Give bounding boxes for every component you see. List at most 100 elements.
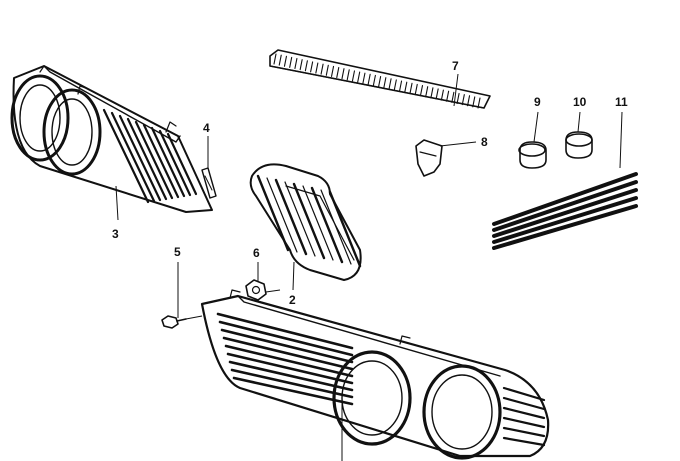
main-slat — [230, 368, 354, 399]
strip-rib — [310, 61, 314, 73]
leader-5b — [185, 315, 203, 320]
strip-rib — [299, 59, 303, 71]
left-grille-slats — [102, 108, 198, 204]
strip-ribs — [273, 53, 481, 109]
strip-rib — [367, 73, 371, 85]
main-slat — [226, 352, 354, 385]
kidney-bar — [302, 185, 334, 261]
callout-7: 7 — [452, 59, 459, 73]
strip-rib — [440, 89, 444, 101]
leader-6b — [265, 289, 281, 293]
strip-rib — [346, 69, 350, 81]
strip-rib — [409, 82, 413, 94]
strip-rib — [362, 72, 366, 84]
leader-lines — [115, 73, 623, 461]
part-10-grommet — [565, 131, 593, 159]
strip-rib — [278, 54, 282, 66]
side-slat-edge — [493, 173, 637, 225]
strip-rib — [466, 95, 471, 107]
leader-7 — [453, 73, 459, 107]
kidney-bar — [274, 178, 308, 256]
grille-slat — [110, 111, 156, 203]
strip-rib — [315, 62, 319, 74]
end-slat — [502, 406, 546, 420]
callout-4: 4 — [203, 121, 210, 135]
leader-10 — [577, 111, 581, 133]
strip-rib — [378, 76, 382, 88]
strip-rib — [451, 91, 455, 103]
main-grille-slats — [216, 312, 354, 406]
strip-rib — [472, 96, 476, 108]
part-7-ribbed-strip — [269, 49, 491, 109]
grille-slat — [166, 132, 198, 196]
side-slat-edge — [493, 197, 637, 243]
strip-rib — [435, 88, 439, 100]
part-6-nut — [245, 279, 267, 301]
leader-2 — [292, 261, 295, 291]
leader-11 — [619, 111, 623, 169]
strip-rib — [289, 56, 293, 68]
callout-10: 10 — [573, 95, 587, 109]
kidney-bar — [266, 177, 298, 253]
strip-rib — [414, 83, 418, 96]
grille-slat — [158, 129, 192, 197]
kidney-bar — [256, 174, 290, 252]
grille-slat — [126, 117, 168, 201]
end-slat — [502, 416, 546, 429]
strip-rib — [398, 80, 403, 92]
part-2-kidney-grille — [249, 163, 362, 281]
strip-rib — [283, 55, 288, 67]
main-slat — [224, 344, 354, 378]
callout-3: 3 — [112, 227, 119, 241]
part-5-screw — [161, 315, 187, 329]
kidney-grille-bars — [256, 174, 362, 268]
part-3-left-grille — [10, 65, 213, 213]
side-grille-slats — [492, 172, 638, 250]
strip-rib — [404, 81, 408, 93]
side-slat-edge — [493, 181, 637, 231]
strip-rib — [446, 90, 450, 102]
end-slat — [502, 396, 546, 411]
strip-rib — [341, 68, 345, 80]
strip-rib — [419, 85, 424, 97]
strip-rib — [357, 71, 361, 83]
leader-8 — [439, 141, 477, 147]
kidney-bar — [284, 181, 316, 257]
leader-3 — [115, 185, 119, 221]
strip-rib — [273, 53, 277, 65]
callout-labels: 7 3 4 8 9 10 11 2 6 5 — [112, 59, 628, 307]
kidney-bar — [310, 186, 344, 264]
part-9-grommet — [518, 141, 547, 169]
main-slat — [222, 336, 354, 371]
callout-8: 8 — [481, 135, 488, 149]
part-11-side-grille — [492, 172, 638, 250]
leader-9 — [533, 111, 539, 143]
strip-rib — [336, 66, 340, 79]
kidney-bar — [328, 190, 362, 268]
main-slat — [218, 320, 354, 357]
strip-rib — [477, 97, 481, 109]
side-slat-edge — [493, 205, 637, 249]
strip-rib — [351, 70, 356, 82]
callout-9: 9 — [534, 95, 541, 109]
grille-slat — [150, 126, 186, 198]
main-slat — [216, 312, 354, 350]
strip-rib — [383, 77, 387, 89]
grille-slat — [142, 123, 180, 199]
side-slat-edge — [493, 189, 637, 237]
end-slat — [502, 426, 546, 438]
strip-rib — [294, 57, 298, 70]
callout-2: 2 — [289, 293, 296, 307]
callout-11: 11 — [615, 95, 628, 109]
kidney-bar — [320, 189, 352, 265]
strip-rib — [430, 87, 434, 99]
strip-rib — [393, 79, 397, 91]
strip-rib — [304, 60, 308, 72]
main-slat — [220, 328, 354, 364]
kidney-bar — [292, 182, 326, 260]
grille-slat — [102, 108, 150, 204]
main-grille-end-slats — [502, 386, 546, 447]
callout-6: 6 — [253, 246, 260, 260]
